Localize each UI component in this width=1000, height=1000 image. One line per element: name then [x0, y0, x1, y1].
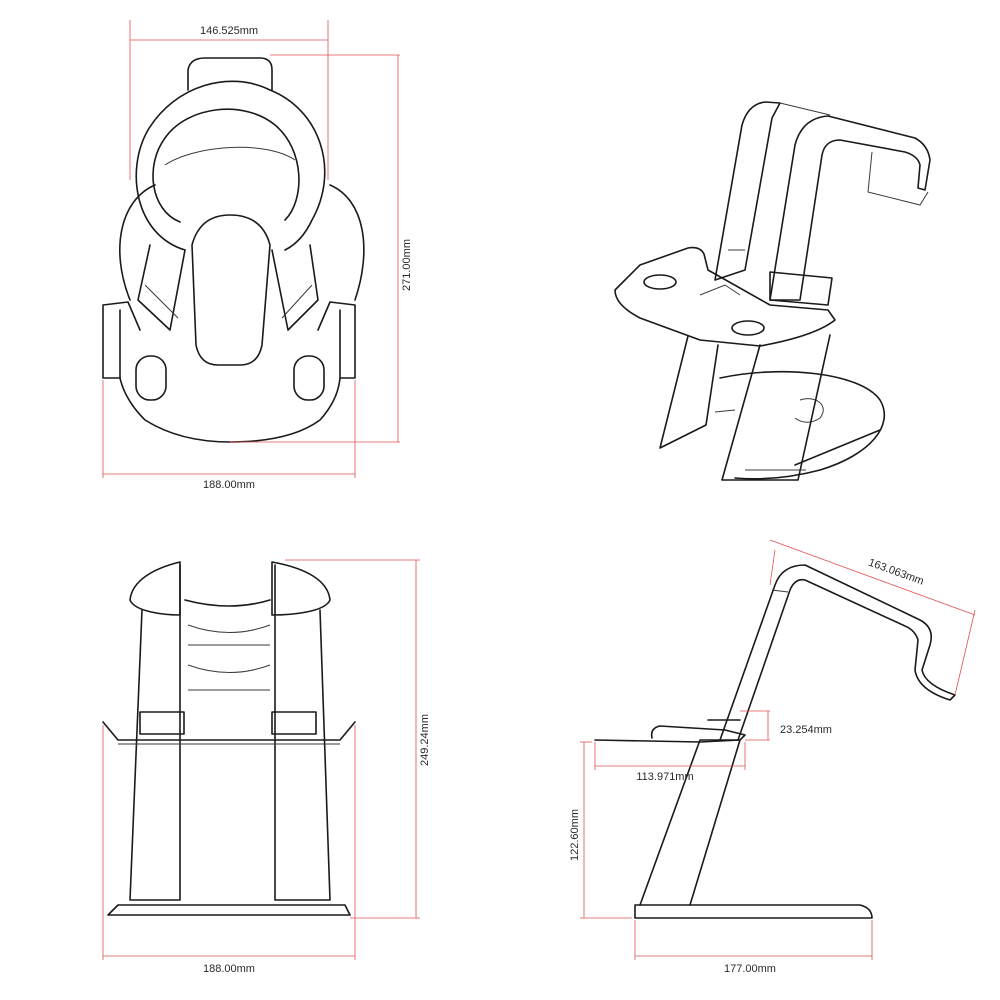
dim-side-tray-height: 122.60mm — [569, 809, 581, 861]
front-left-collar — [139, 711, 185, 735]
side-tray — [594, 725, 746, 743]
iso-tray-slot — [699, 284, 741, 296]
dim-front-width: 188.00mm — [203, 963, 255, 975]
front-right-collar — [271, 711, 317, 735]
dim-line — [769, 539, 976, 616]
front-tray — [102, 721, 356, 741]
side-upright-joint — [771, 589, 789, 593]
iso-back-post — [714, 101, 781, 281]
iso-back-leg — [659, 335, 719, 449]
top-view-base-arc — [119, 184, 365, 301]
iso-front-post-arm — [769, 115, 931, 301]
front-ring-top — [184, 599, 271, 607]
top-view-leg-bevel — [144, 284, 313, 319]
front-view: 249.24mm 188.00mm — [102, 559, 431, 975]
side-upright-arm — [719, 564, 956, 741]
iso-base-disc — [719, 370, 886, 480]
dim-line — [954, 609, 976, 696]
top-view-left-hole — [135, 355, 167, 401]
front-left-cap — [129, 561, 181, 616]
top-view-ring-inner — [152, 108, 300, 223]
dim-front-height: 249.24mm — [419, 714, 431, 766]
top-view-right-leg — [271, 244, 319, 331]
front-base — [107, 904, 351, 916]
top-view: 146.525mm 271.00mm 188.00mm — [102, 20, 413, 491]
dim-side-arm-length: 163.063mm — [867, 557, 926, 588]
front-left-post — [129, 564, 181, 901]
top-view-nose-block — [191, 214, 271, 366]
iso-base-edge — [794, 429, 881, 466]
iso-base-detail — [714, 398, 824, 423]
top-view-ring-rib — [164, 146, 296, 166]
front-ring-ribs — [187, 624, 271, 691]
dim-side-tray-step: 23.254mm — [780, 724, 832, 736]
iso-tray-hole-left — [643, 274, 677, 290]
iso-tray — [614, 246, 836, 347]
side-leg — [639, 739, 741, 906]
dim-side-tray-depth: 113.971mm — [636, 771, 693, 783]
top-view-ring-outer — [135, 80, 326, 251]
top-view-left-leg — [137, 244, 186, 331]
top-view-tray-sides — [119, 309, 341, 379]
dim-line — [769, 549, 776, 586]
front-right-post — [274, 564, 331, 901]
dim-top-base-width: 188.00mm — [203, 479, 255, 491]
side-view: 163.063mm 23.254mm 113.971mm 122.60mm 17… — [569, 539, 976, 975]
top-view-tab — [187, 57, 273, 91]
iso-arm-top — [779, 102, 929, 206]
iso-tray-hole-right — [731, 320, 765, 336]
side-base — [634, 904, 873, 919]
dim-top-width: 146.525mm — [200, 25, 258, 37]
front-right-cap — [271, 561, 331, 616]
iso-front-leg — [721, 334, 831, 481]
top-view-tray — [102, 301, 356, 443]
isometric-view — [614, 101, 931, 481]
iso-front-post-collar — [769, 271, 833, 306]
dim-top-height: 271.00mm — [401, 239, 413, 291]
top-view-right-hole — [293, 355, 325, 401]
dim-side-base-depth: 177.00mm — [724, 963, 776, 975]
